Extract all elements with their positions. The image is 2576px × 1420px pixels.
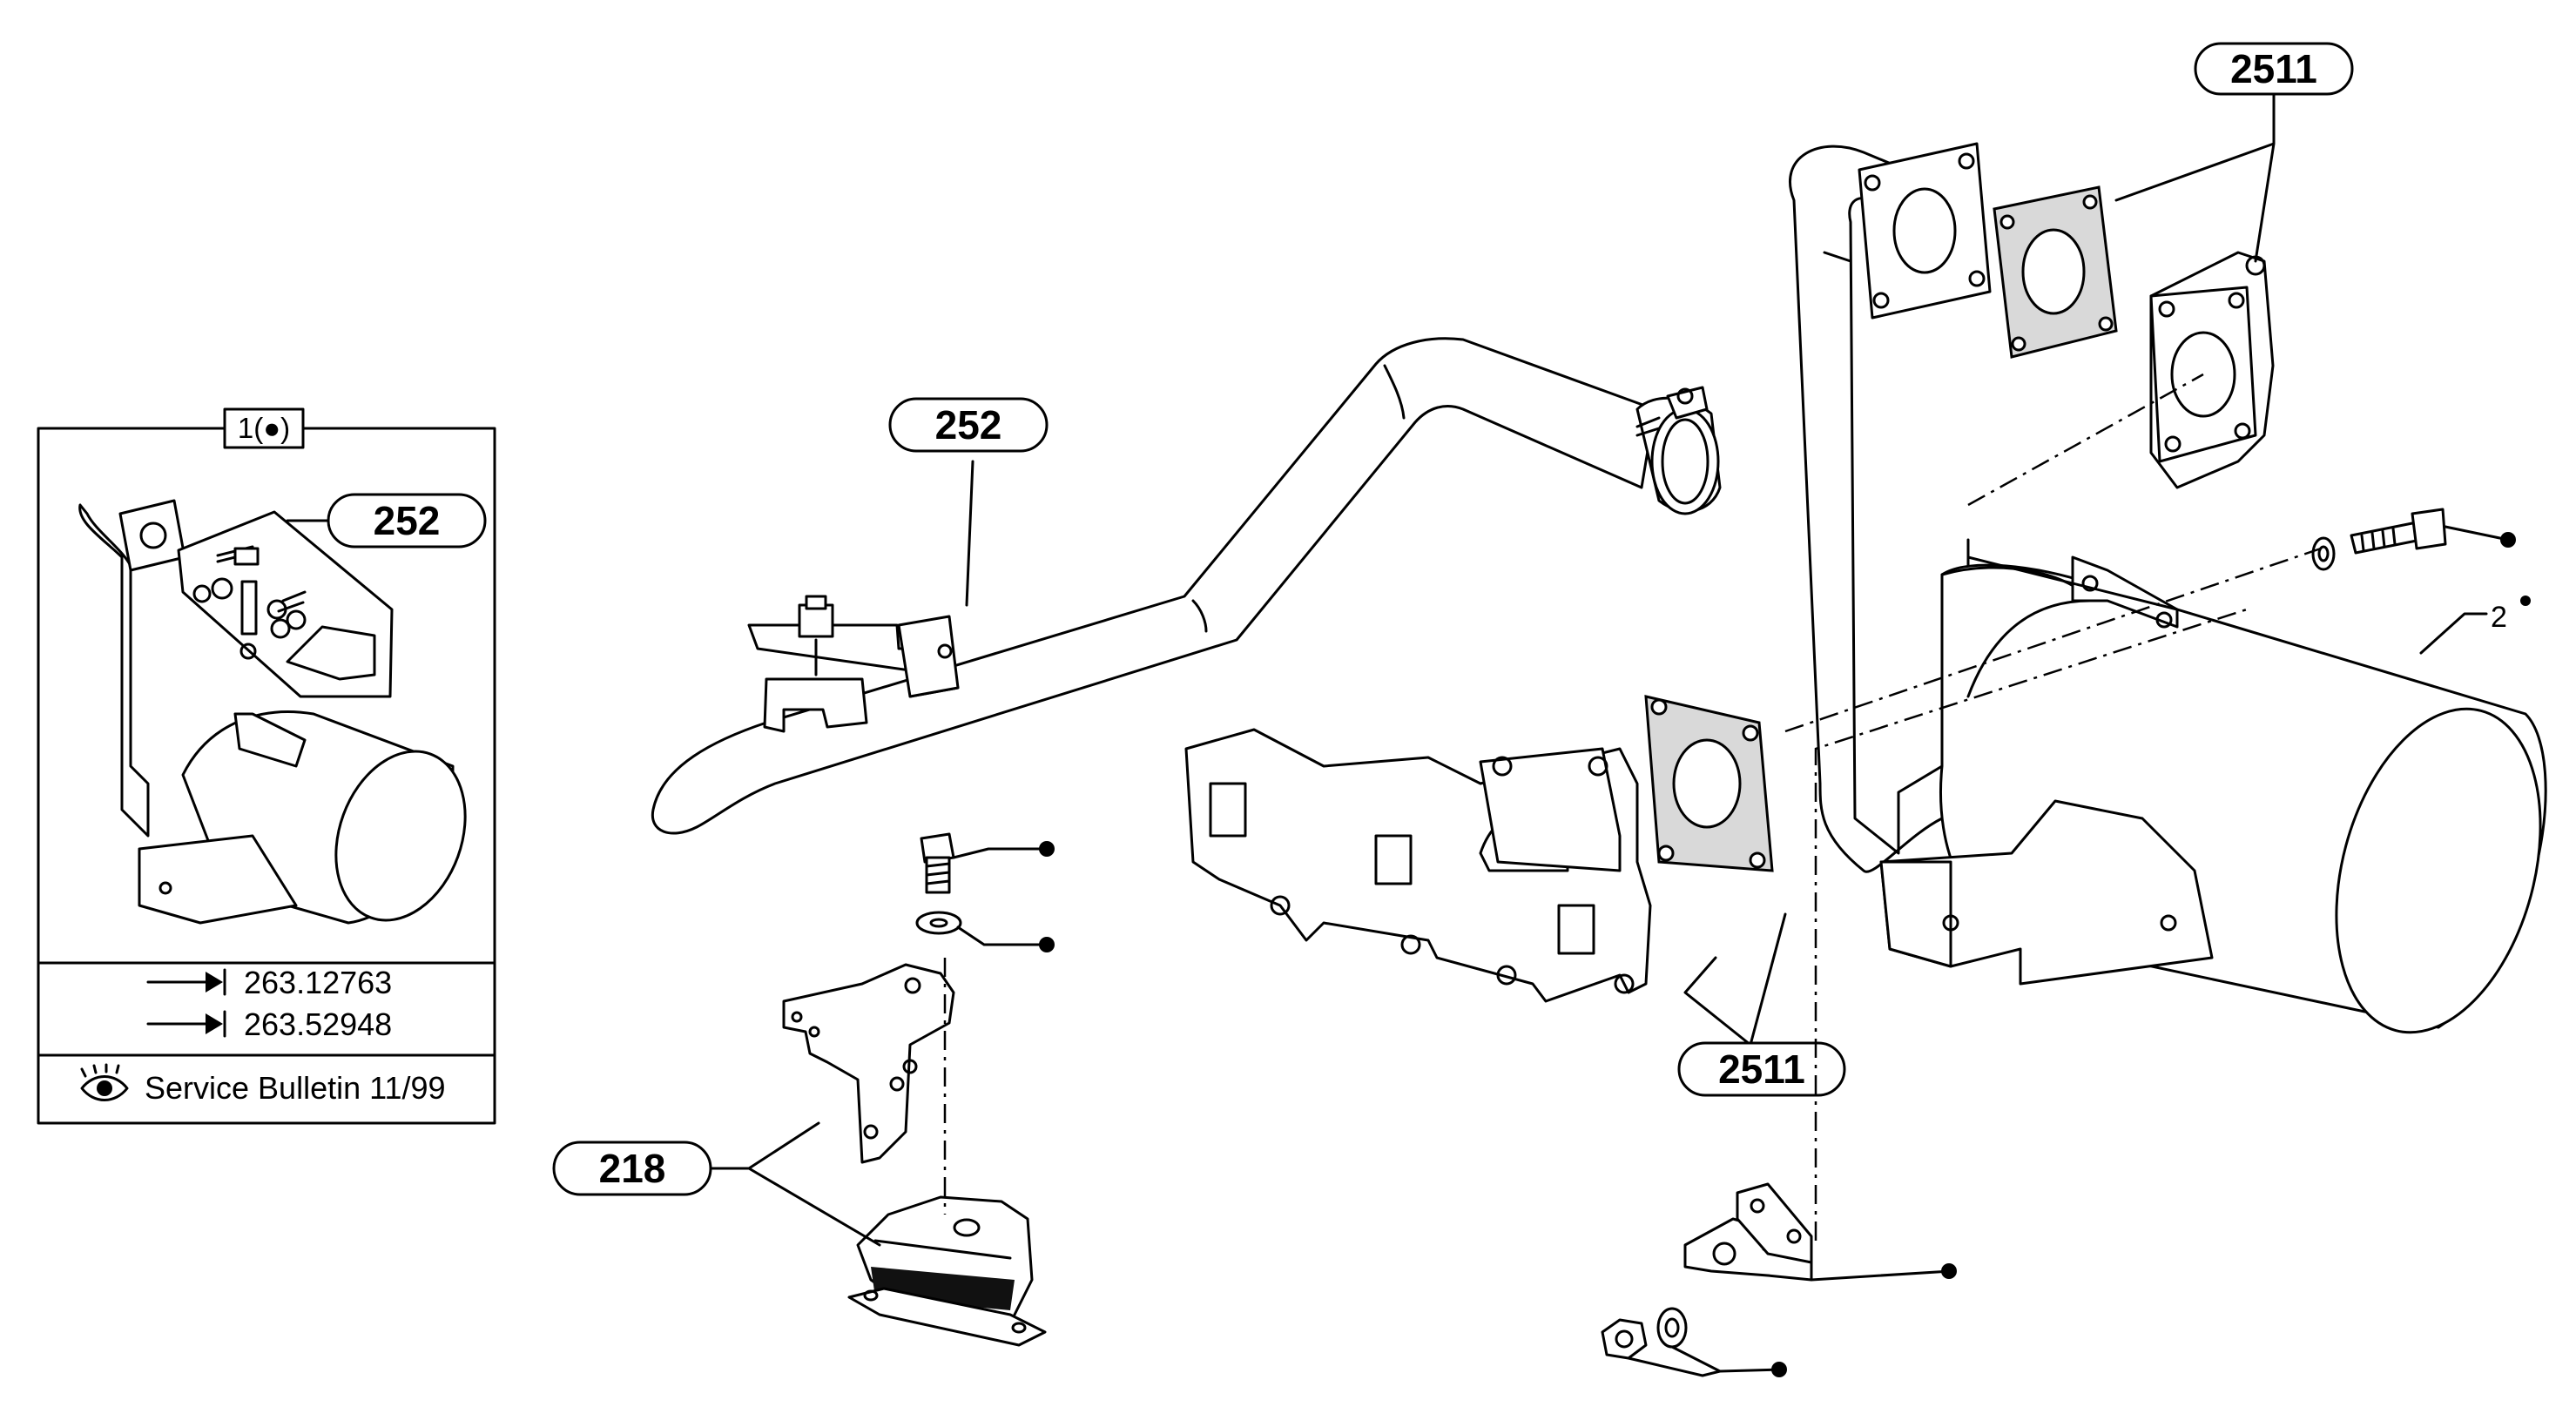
mounting-bracket [782, 963, 1047, 1347]
kit-dot [1941, 1263, 1957, 1279]
alignment-line [1814, 608, 2248, 1241]
callout-252-main: 252 [935, 402, 1002, 448]
exhaust-manifold [1184, 728, 1652, 1003]
manifold-gasket [1644, 695, 1774, 872]
tailpipe-assembly [651, 337, 1722, 835]
inset-header: 1(●) [238, 412, 290, 444]
inset-muffler-illustration [78, 499, 467, 925]
alignment-line [1784, 547, 2322, 733]
service-bulletin: Service Bulletin 11/99 [145, 1070, 446, 1106]
muffler-assembly [1788, 142, 2547, 1034]
ref-arrow-2 [146, 1010, 226, 1038]
lower-muffler-bracket [1601, 1182, 1813, 1360]
inset-header-box [223, 407, 305, 449]
callout-2511-bottom-box [1677, 1041, 1846, 1097]
inset-hardware-kit [177, 510, 394, 698]
kit-dot [1771, 1362, 1787, 1377]
eye-icon [80, 1063, 129, 1101]
callout-252-inset: 252 [374, 498, 441, 543]
kit-dot [2500, 532, 2516, 548]
callout-2511-bottom: 2511 [1718, 1046, 1805, 1092]
inset-panel: 1(●) 252 [37, 407, 496, 1125]
bracket-bolt [915, 832, 962, 935]
callout-252-main-box [888, 397, 1049, 453]
alignment-line [1967, 373, 2204, 507]
callout-2511-top: 2511 [2230, 46, 2317, 91]
ref-2: 263.52948 [244, 1006, 392, 1042]
ref-1: 263.12763 [244, 965, 392, 1000]
callout-218: 218 [599, 1146, 666, 1191]
part-2-label: 2 [2491, 601, 2507, 634]
kit-dot [1039, 841, 1055, 857]
ref-arrow-1 [146, 968, 226, 996]
kit-dot [2520, 596, 2531, 606]
kit-dot [1039, 937, 1055, 952]
